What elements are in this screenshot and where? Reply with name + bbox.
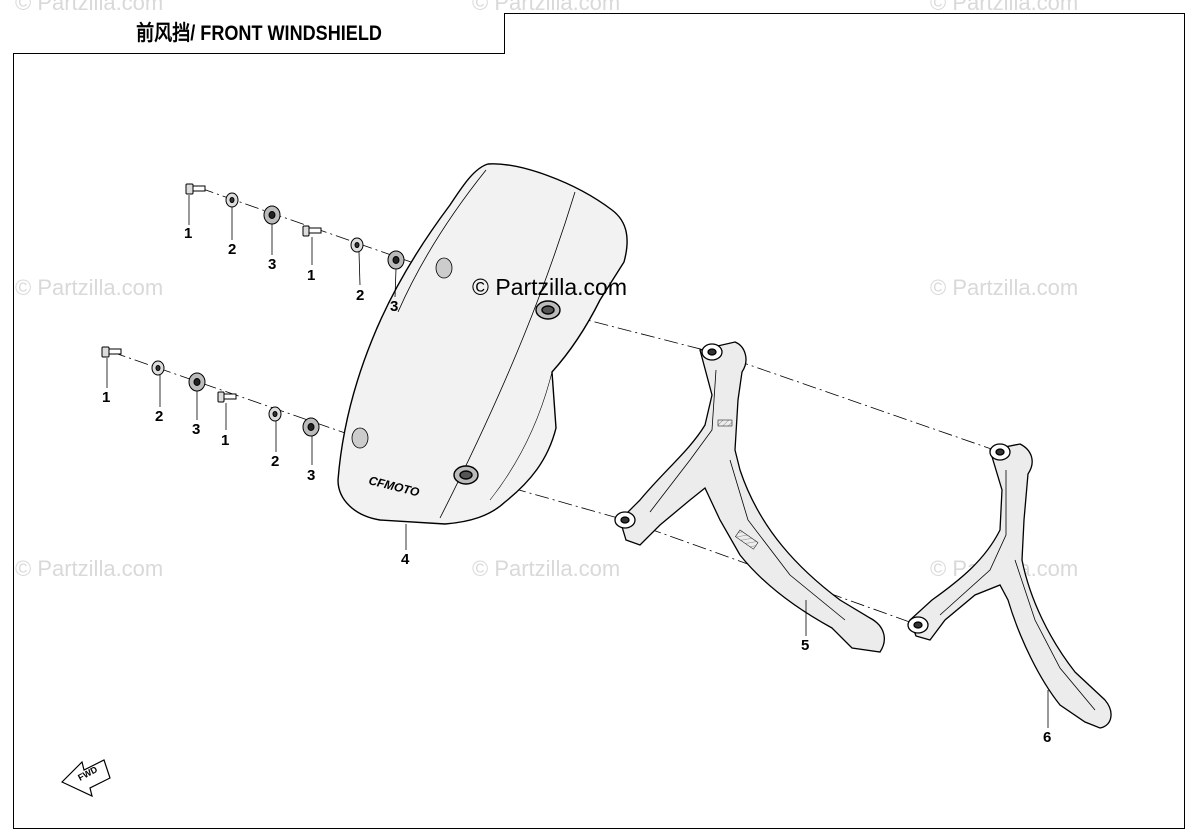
watermark-low-center: © Partzilla.com — [472, 556, 621, 581]
watermark-low-left: © Partzilla.com — [15, 556, 164, 581]
callout-1-lower-b: 1 — [221, 432, 229, 449]
hardware-lower-row — [101, 346, 320, 437]
callout-2-upper-a: 2 — [228, 241, 236, 258]
watermark-mid-right: © Partzilla.com — [930, 275, 1079, 300]
windshield-part-4 — [337, 163, 628, 525]
callout-3-lower-b: 3 — [307, 467, 315, 484]
watermark-top-left: © Partzilla.com — [15, 0, 164, 15]
watermark-center: © Partzilla.com — [472, 274, 627, 300]
callout-6-bracket: 6 — [1043, 729, 1051, 746]
title-box: 前风挡/ FRONT WINDSHIELD — [13, 13, 505, 54]
callout-5-bracket: 5 — [801, 637, 809, 654]
callout-leaders — [106, 195, 1049, 728]
callout-3-upper-a: 3 — [268, 256, 276, 273]
hardware-upper-row — [185, 183, 405, 270]
callout-1-lower-a: 1 — [102, 389, 110, 406]
diagram-title: 前风挡/ FRONT WINDSHIELD — [136, 22, 382, 45]
callout-4-windshield: 4 — [401, 551, 410, 568]
callout-1-upper-a: 1 — [184, 225, 192, 242]
diagram-frame — [13, 13, 1185, 829]
callout-3-lower-a: 3 — [192, 421, 200, 438]
callout-2-upper-b: 2 — [356, 287, 364, 304]
bracket-part-6 — [907, 443, 1112, 729]
fwd-arrow-icon — [60, 759, 111, 798]
callout-1-upper-b: 1 — [307, 267, 315, 284]
callout-2-lower-a: 2 — [155, 408, 163, 425]
callout-3-upper-b: 3 — [390, 298, 398, 315]
watermark-mid-left: © Partzilla.com — [15, 275, 164, 300]
watermark-top-right: © Partzilla.com — [930, 0, 1079, 15]
bracket-part-5 — [614, 341, 885, 653]
callout-2-lower-b: 2 — [271, 453, 279, 470]
watermark-top-center: © Partzilla.com — [472, 0, 621, 15]
